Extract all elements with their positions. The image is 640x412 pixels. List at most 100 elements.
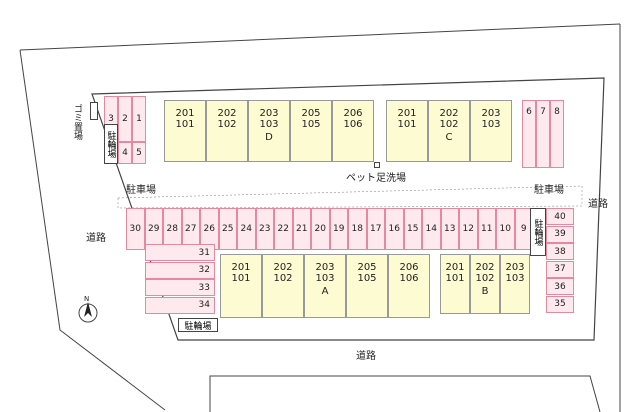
parking-space-number: 30	[129, 224, 141, 234]
parking-space-number: 18	[351, 224, 363, 234]
building-code-b: B	[481, 286, 489, 297]
garbage-box	[90, 102, 98, 120]
parking-space-number: 33	[198, 282, 210, 293]
parking-space-number: 13	[444, 224, 456, 234]
road-label-left: 道路	[86, 233, 106, 244]
parking-space: 4	[118, 142, 132, 164]
parking-space-number: 12	[462, 224, 474, 234]
parking-space-number: 9	[520, 224, 527, 234]
parking-space: 32	[145, 261, 215, 279]
parking-space: 31	[145, 244, 215, 261]
parking-space-number: 40	[554, 211, 566, 222]
parking-space: 20	[311, 208, 330, 250]
parking-space-number: 37	[554, 264, 566, 274]
parking-space-number: 34	[198, 300, 210, 310]
parking-space: 30	[126, 208, 145, 250]
parking-space-number: 25	[222, 224, 234, 234]
parking-space-number: 38	[554, 246, 566, 257]
bike-parking-left: 駐輪場	[104, 124, 118, 164]
parking-label-right: 駐車場	[534, 185, 564, 196]
north-label: N	[84, 295, 90, 303]
parking-space-number: 28	[166, 224, 178, 234]
parking-space-number: 14	[425, 224, 437, 234]
building-code-a: A	[321, 286, 329, 297]
parking-space: 16	[385, 208, 404, 250]
parking-space-number: 11	[481, 224, 493, 234]
parking-space: 25	[218, 208, 237, 250]
parking-space-number: 32	[198, 265, 210, 275]
parking-space: 40	[546, 208, 574, 225]
parking-space: 19	[329, 208, 348, 250]
parking-space: 13	[440, 208, 459, 250]
parking-space: 11	[477, 208, 496, 250]
parking-space: 35	[546, 295, 574, 313]
parking-space: 7	[536, 100, 550, 168]
parking-space: 38	[546, 243, 574, 260]
parking-space-number: 17	[370, 224, 382, 234]
parking-space: 2	[118, 96, 132, 142]
pet-wash-label: ペット足洗場	[346, 173, 406, 184]
parking-space: 17	[366, 208, 385, 250]
parking-space: 6	[522, 100, 536, 168]
parking-space: 24	[237, 208, 256, 250]
parking-space-number: 15	[407, 224, 419, 234]
parking-space: 10	[496, 208, 515, 250]
pet-wash-marker	[374, 162, 380, 168]
parking-space: 21	[292, 208, 311, 250]
bike-parking-right: 駐輪場	[530, 208, 546, 256]
parking-space: 22	[274, 208, 293, 250]
parking-space-number: 10	[499, 224, 511, 234]
parking-space: 12	[459, 208, 478, 250]
parking-space: 36	[546, 278, 574, 295]
parking-space: 34	[145, 296, 215, 314]
parking-space-number: 19	[333, 224, 345, 234]
parking-space: 23	[255, 208, 274, 250]
road-label-bottom: 道路	[356, 351, 376, 362]
garbage-label: ゴミ置場	[72, 104, 82, 140]
parking-space-number: 27	[185, 224, 197, 234]
parking-space: 5	[132, 142, 146, 164]
parking-space-number: 39	[554, 229, 566, 239]
parking-space-number: 23	[259, 224, 271, 234]
parking-space-number: 16	[388, 224, 400, 234]
parking-space-number: 36	[554, 281, 566, 292]
parking-space-number: 35	[554, 299, 566, 309]
parking-space-number: 26	[203, 224, 215, 234]
parking-space-number: 29	[148, 224, 160, 234]
building-code-d: D	[265, 132, 273, 143]
bike-parking-bottom: 駐輪場	[178, 318, 218, 332]
parking-space: 33	[145, 279, 215, 296]
parking-space: 15	[403, 208, 422, 250]
parking-space-number: 24	[240, 224, 252, 234]
road-label-right: 道路	[588, 199, 608, 210]
building-code-c: C	[445, 132, 453, 143]
parking-space-number: 22	[277, 224, 289, 234]
parking-space: 14	[422, 208, 441, 250]
parking-label-left: 駐車場	[126, 185, 156, 196]
parking-space-number: 20	[314, 224, 326, 234]
parking-space: 39	[546, 225, 574, 243]
parking-space: 37	[546, 260, 574, 278]
parking-space-number: 31	[198, 247, 210, 258]
parking-space: 8	[550, 100, 564, 168]
parking-space: 1	[132, 96, 146, 142]
parking-space-number: 21	[296, 224, 308, 234]
